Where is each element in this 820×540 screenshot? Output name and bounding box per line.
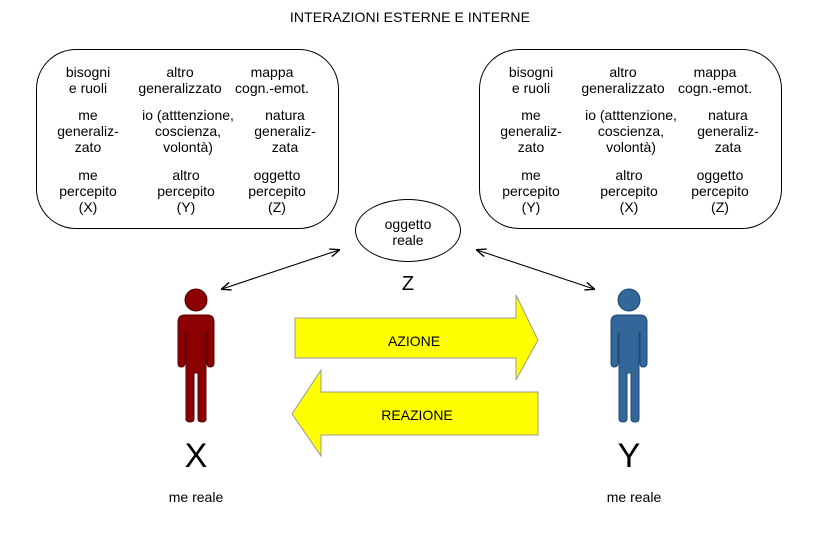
right-cell-bisogni: bisogni e ruoli: [508, 64, 554, 96]
left-cell-natura: natura generaliz- zata: [254, 107, 316, 155]
big-arrows: [291, 294, 539, 458]
reaction-label: REAZIONE: [381, 407, 453, 423]
left-cell-altro-percepito: altro percepito (Y): [157, 167, 215, 215]
person-x-letter: X: [184, 437, 208, 475]
right-connector-arrow: [477, 250, 594, 289]
right-cell-natura: natura generaliz- zata: [697, 107, 759, 155]
right-cell-oggetto-percepito: oggetto percepito (Z): [691, 167, 749, 215]
person-y-letter: Y: [617, 437, 641, 475]
reaction-arrow: [291, 368, 539, 458]
left-connector-arrow: [222, 250, 339, 289]
object-ellipse: [355, 199, 461, 262]
right-cell-io: io (atttenzione, coscienza, volontà): [585, 107, 677, 155]
left-cell-altro-generalizzato: altro generalizzato: [138, 64, 222, 96]
person-x-figure: [177, 288, 215, 423]
action-label: AZIONE: [387, 333, 441, 349]
action-arrow: [294, 294, 539, 381]
left-cell-me-generalizzato: me generaliz- zato: [57, 107, 119, 155]
person-y-caption: me reale: [606, 489, 662, 505]
left-cell-mappa: mappa cogn.-emot.: [235, 64, 309, 96]
right-cell-mappa: mappa cogn.-emot.: [678, 64, 752, 96]
left-cell-io: io (atttenzione, coscienza, volontà): [142, 107, 234, 155]
object-label: oggetto reale: [384, 216, 432, 248]
person-x-caption: me reale: [168, 489, 224, 505]
left-cell-me-percepito: me percepito (X): [59, 167, 117, 215]
right-cell-me-generalizzato: me generaliz- zato: [500, 107, 562, 155]
right-concept-box: bisogni e ruoli altro generalizzato mapp…: [479, 49, 782, 229]
right-cell-altro-percepito: altro percepito (X): [600, 167, 658, 215]
person-y-figure: [610, 288, 648, 423]
left-concept-box: bisogni e ruoli altro generalizzato mapp…: [36, 49, 339, 229]
left-cell-oggetto-percepito: oggetto percepito (Z): [248, 167, 306, 215]
right-cell-altro-generalizzato: altro generalizzato: [581, 64, 665, 96]
right-cell-me-percepito: me percepito (Y): [502, 167, 560, 215]
diagram-title: INTERAZIONI ESTERNE E INTERNE: [289, 9, 531, 25]
left-cell-bisogni: bisogni e ruoli: [65, 64, 111, 96]
object-letter: Z: [401, 273, 415, 295]
